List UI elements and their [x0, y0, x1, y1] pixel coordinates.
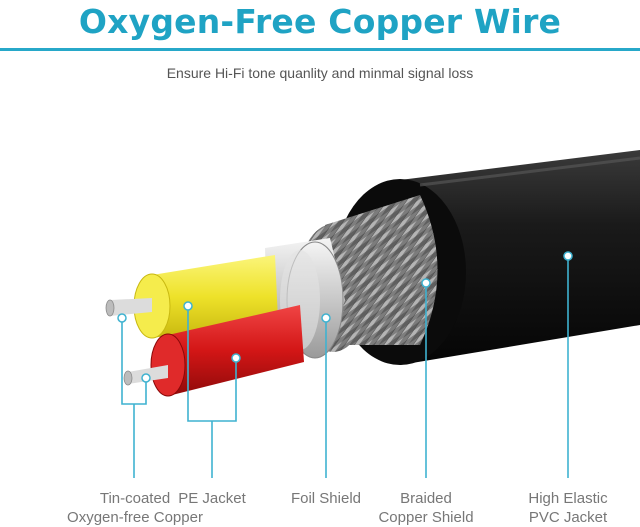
label-pe-jacket-line1: PE Jacket: [178, 490, 246, 507]
label-braided-shield: Braided Copper Shield: [366, 489, 486, 527]
callout-dot-pvc: [563, 251, 573, 261]
callout-lines: [121, 256, 569, 478]
callout-dot-braid: [421, 278, 431, 288]
page-subtitle: Ensure Hi-Fi tone quanlity and minmal si…: [166, 65, 474, 81]
title-divider: [0, 48, 640, 51]
callout-dot-foil: [321, 313, 331, 323]
label-conductor-line1: Tin-coated: [99, 490, 171, 507]
callout-dot-conductor-2: [141, 373, 151, 383]
label-pe-jacket: PE Jacket: [162, 489, 262, 508]
label-pvc-jacket-line1: High Elastic: [528, 490, 608, 507]
label-foil-shield: Foil Shield: [271, 489, 381, 508]
red-conductor: [123, 305, 304, 397]
callout-dots: [117, 251, 573, 383]
label-pvc-jacket: High Elastic PVC Jacket: [513, 489, 623, 527]
callout-dot-pe-2: [231, 353, 241, 363]
callout-dot-pe-1: [183, 301, 193, 311]
label-foil-shield-line1: Foil Shield: [290, 490, 362, 507]
label-braided-shield-line1: Braided: [400, 490, 452, 507]
label-conductor: Tin-coated Oxygen-free Copper: [50, 489, 220, 527]
label-pvc-jacket-line2: PVC Jacket: [528, 509, 608, 526]
callout-dot-conductor-1: [117, 313, 127, 323]
label-braided-shield-line2: Copper Shield: [378, 509, 474, 526]
label-conductor-line2: Oxygen-free Copper: [67, 509, 203, 526]
page-title: Oxygen-Free Copper Wire: [78, 2, 562, 41]
